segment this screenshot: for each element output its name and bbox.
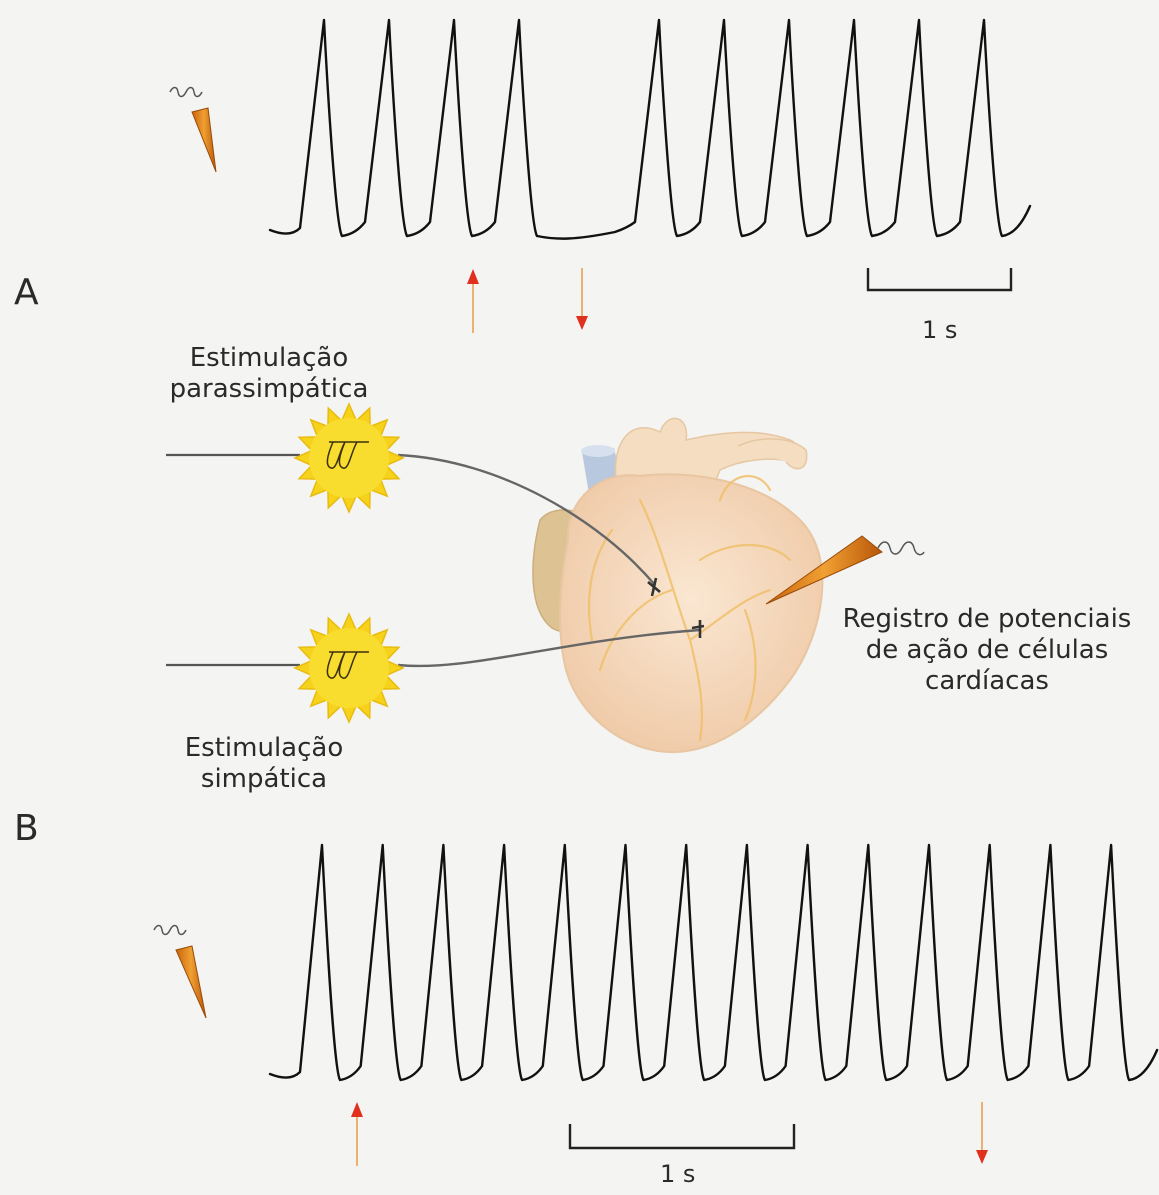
panel-label-b: B — [14, 808, 39, 849]
recording-label-line3: cardíacas — [822, 666, 1152, 697]
parasympathetic-label-line2: parassimpática — [154, 374, 384, 405]
electrode-icon — [154, 926, 206, 1019]
arrow-up-a — [467, 269, 479, 333]
recording-label: Registro de potenciais de ação de célula… — [822, 604, 1152, 697]
recording-label-line2: de ação de células — [822, 635, 1152, 666]
trace-a — [270, 20, 1030, 239]
panel-label-a: A — [14, 272, 39, 313]
trace-b — [270, 845, 1157, 1080]
scale-bar-a — [868, 268, 1011, 290]
scale-label-b: 1 s — [660, 1160, 695, 1188]
recording-label-line1: Registro de potenciais — [822, 604, 1152, 635]
sympathetic-label: Estimulação simpática — [164, 733, 364, 795]
action-potential-trace-a — [270, 20, 1030, 239]
action-potential-trace-b — [270, 845, 1157, 1080]
sympathetic-label-line1: Estimulação — [164, 733, 364, 764]
scale-label-a: 1 s — [922, 316, 957, 344]
scale-bar-b — [570, 1124, 794, 1148]
parasympathetic-label: Estimulação parassimpática — [154, 343, 384, 405]
arrow-down-b — [976, 1102, 988, 1164]
arrow-up-b — [351, 1102, 363, 1166]
electrode-icon — [170, 88, 216, 173]
heart-illustration — [533, 418, 822, 752]
stimulator-icon — [295, 614, 403, 722]
sympathetic-label-line2: simpática — [164, 764, 364, 795]
stimulator-icon — [295, 404, 403, 512]
arrow-down-a — [576, 268, 588, 330]
parasympathetic-label-line1: Estimulação — [154, 343, 384, 374]
